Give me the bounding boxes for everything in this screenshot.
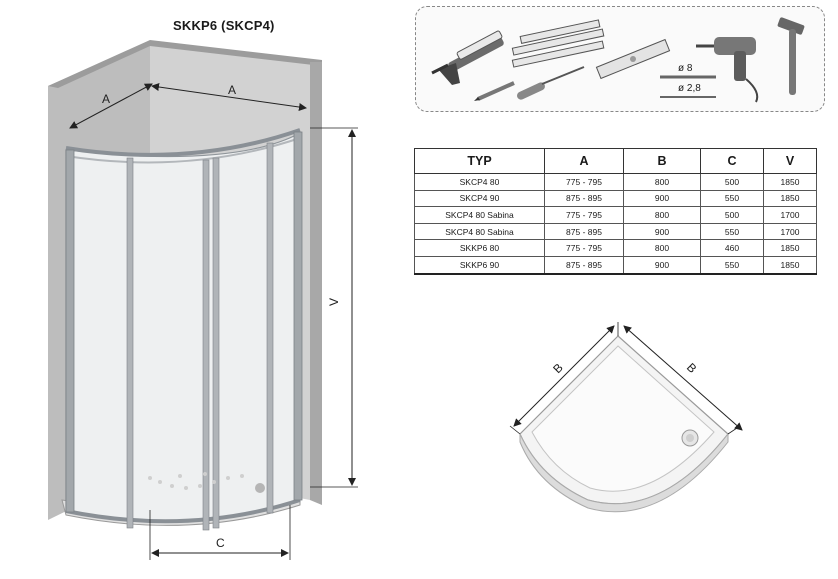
cell-typ: SKKP6 80: [414, 239, 545, 257]
cell-a: 875 - 895: [544, 189, 624, 208]
cell-v: 1700: [763, 206, 817, 224]
profile-mid-2: [202, 159, 210, 531]
tray-front-edge: [519, 432, 729, 513]
cell-b: 800: [623, 206, 701, 224]
label-a-right: A: [228, 83, 236, 97]
wall-top-edge: [48, 40, 322, 88]
label-b-right: B: [684, 360, 700, 376]
profile-right: [293, 131, 303, 501]
header-typ: TYP: [414, 148, 545, 174]
spirit-level-icon: [595, 38, 671, 80]
profile-mid-1: [126, 157, 134, 529]
cell-b: 900: [623, 222, 701, 241]
cell-a: 775 - 795: [544, 206, 624, 224]
cell-b: 900: [623, 255, 701, 275]
table-header-row: TYP A B C V: [414, 148, 817, 174]
electric-drill-icon: [696, 37, 759, 103]
drill-bit-label-2-8: ø 2,8: [678, 83, 701, 94]
shower-enclosure: [48, 40, 322, 531]
screwdriver-icon: [517, 66, 585, 100]
dimension-v: V: [310, 127, 358, 488]
glass-panel: [65, 131, 301, 522]
cell-typ: SKCP4 80: [414, 173, 545, 191]
cell-a: 775 - 795: [544, 239, 624, 257]
cell-v: 1850: [763, 255, 817, 275]
cell-a: 875 - 895: [544, 222, 624, 241]
header-c: C: [700, 148, 764, 174]
cell-typ: SKCP4 80 Sabina: [414, 222, 545, 241]
tools-panel: ø 8 ø 2,8: [415, 6, 825, 112]
caulking-gun-icon: [431, 30, 504, 85]
cell-typ: SKCP4 90: [414, 189, 545, 208]
drill-bit-label-8: ø 8: [678, 63, 693, 74]
product-title: SKKP6 (SKCP4): [173, 18, 275, 33]
dimension-a-left: A: [69, 83, 153, 129]
tools-illustration: [431, 17, 805, 103]
label-b-left: B: [550, 361, 566, 377]
profile-left: [65, 149, 75, 513]
cell-b: 800: [623, 239, 701, 257]
shower-tray-drawing: B B: [509, 322, 743, 513]
cell-c: 500: [700, 206, 764, 224]
dimension-b-right: [623, 325, 743, 431]
header-a: A: [544, 148, 624, 174]
cell-v: 1850: [763, 173, 817, 191]
dimension-b-left: [513, 325, 615, 427]
profile-mid-4: [266, 142, 274, 514]
spec-table: TYP A B C V SKCP4 80 775 - 795 800 500 1…: [414, 148, 817, 275]
cell-typ: SKKP6 90: [414, 255, 545, 275]
table-row: SKCP4 80 Sabina 875 - 895 900 550 1700: [414, 222, 817, 241]
folding-ruler-icon: [511, 19, 605, 68]
label-v: V: [327, 298, 341, 306]
cell-v: 1850: [763, 189, 817, 208]
cell-v: 1700: [763, 222, 817, 241]
cell-c: 550: [700, 189, 764, 208]
table-row: SKCP4 80 775 - 795 800 500 1850: [414, 173, 817, 191]
cell-b: 800: [623, 173, 701, 191]
table-row: SKKP6 90 875 - 895 900 550 1850: [414, 255, 817, 275]
table-row: SKCP4 90 875 - 895 900 550 1850: [414, 189, 817, 208]
cell-c: 550: [700, 222, 764, 241]
cell-c: 550: [700, 255, 764, 275]
tray-pattern: [148, 472, 265, 493]
profile-mid-3: [212, 157, 220, 529]
cell-c: 460: [700, 239, 764, 257]
cell-c: 500: [700, 173, 764, 191]
cell-typ: SKCP4 80 Sabina: [414, 206, 545, 224]
table-row: SKKP6 80 775 - 795 800 460 1850: [414, 239, 817, 257]
top-rail: [65, 128, 301, 157]
cell-a: 875 - 895: [544, 255, 624, 275]
cell-a: 775 - 795: [544, 173, 624, 191]
pencil-icon: [474, 81, 515, 101]
wall-right-edge: [310, 62, 322, 505]
cell-v: 1850: [763, 239, 817, 257]
drill-bit-icon: [660, 75, 716, 98]
dimension-c: C: [149, 505, 291, 560]
hammer-icon: [777, 17, 805, 95]
tray-inner: [531, 345, 715, 492]
header-b: B: [623, 148, 701, 174]
dimension-a-right: A: [151, 83, 307, 111]
label-c: C: [216, 536, 225, 550]
header-v: V: [763, 148, 817, 174]
cell-b: 900: [623, 189, 701, 208]
label-a-left: A: [102, 92, 110, 106]
table-row: SKCP4 80 Sabina 775 - 795 800 500 1700: [414, 206, 817, 224]
